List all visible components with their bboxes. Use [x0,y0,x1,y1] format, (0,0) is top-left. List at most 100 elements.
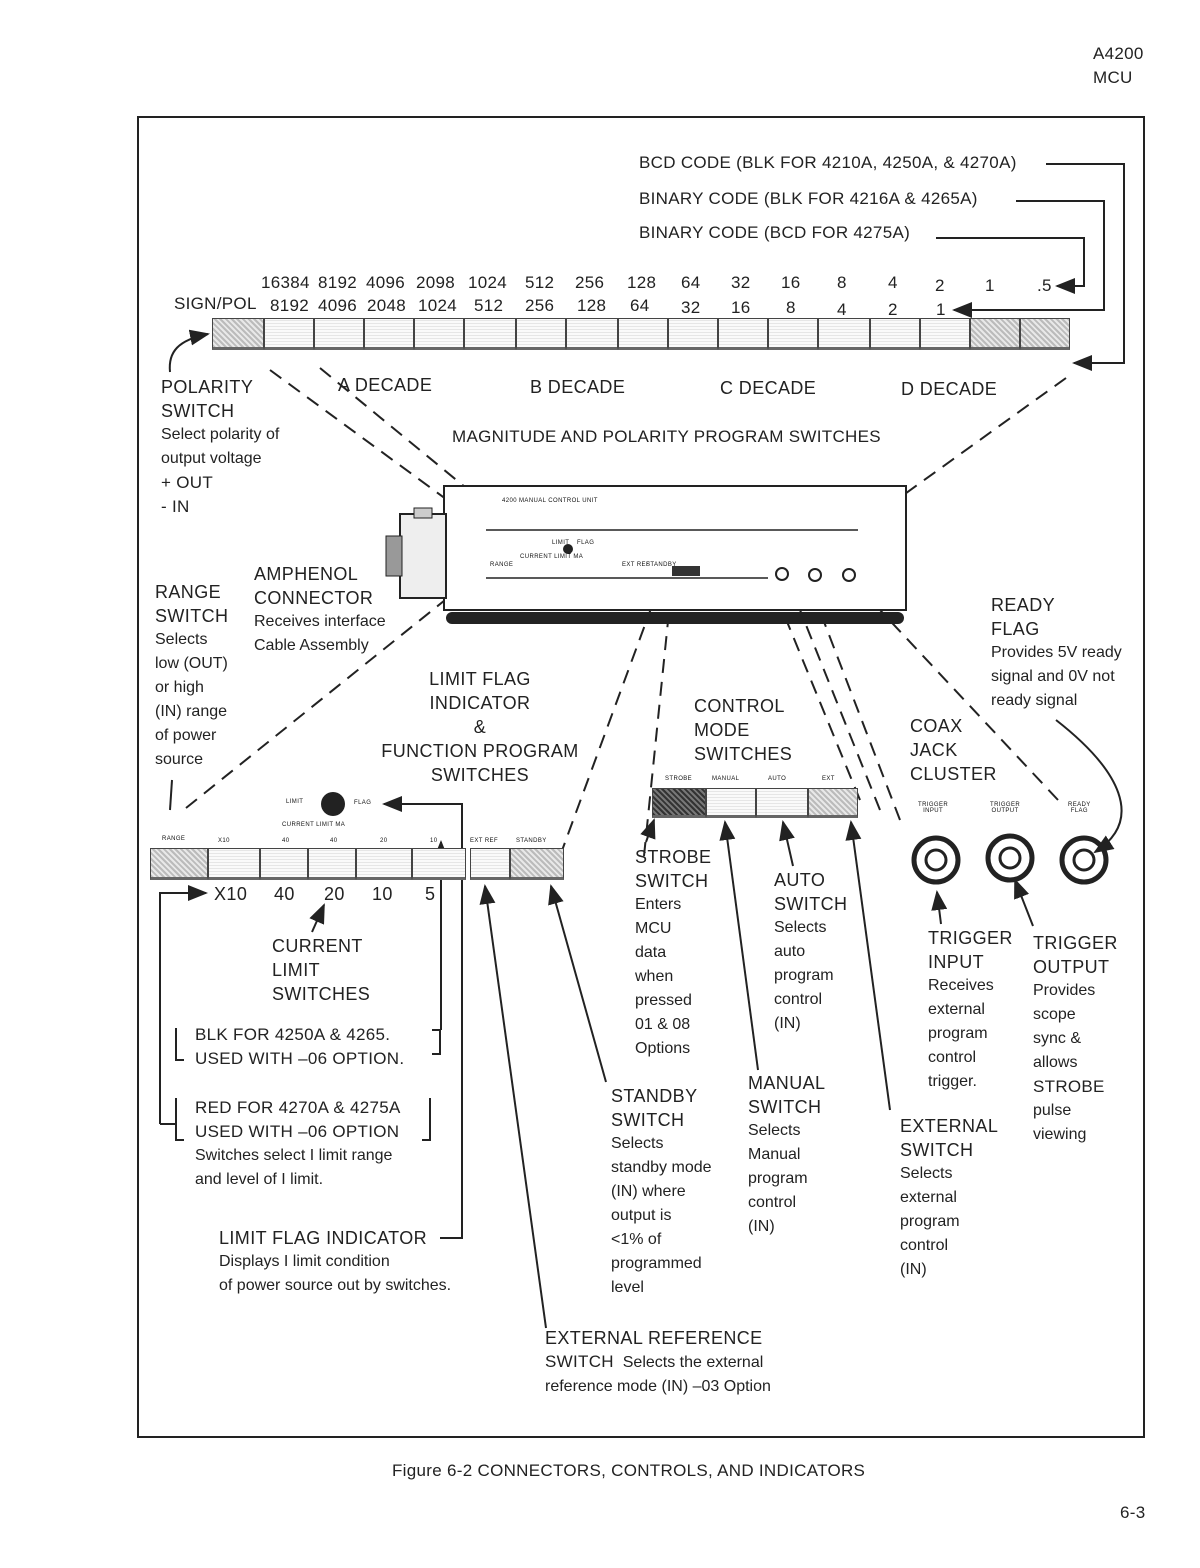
strobe-desc: data [635,944,667,961]
trigger-output-desc: STROBE [1033,1077,1105,1096]
ready-flag-jack[interactable] [1062,838,1106,882]
magnitude-switch-b8[interactable] [464,318,516,350]
current-limit-switch-20[interactable] [308,848,356,880]
current-limit-ma-label: CURRENT LIMIT MA [282,822,346,828]
magnitude-switch-a2[interactable] [364,318,414,350]
control-mode-title: MODE [694,720,750,740]
manual-title: SWITCH [748,1097,822,1117]
c-decade-label: C DECADE [720,378,817,398]
amphenol-callout: AMPHENOL CONNECTOR Receives interface Ca… [254,562,386,658]
magnitude-switch-c4[interactable] [718,318,768,350]
current-limit-switch-10[interactable] [356,848,412,880]
sign-pol-label: SIGN/POL [174,294,257,313]
bit-weight: 1024 [418,296,458,315]
a-decade-label: A DECADE [338,375,433,395]
bit-weight: 2098 [416,273,456,292]
magnitude-switch-b4[interactable] [516,318,566,350]
current-limit-callout: CURRENT LIMIT SWITCHES [272,934,370,1006]
magnitude-switch-d4[interactable] [920,318,970,350]
polarity-switch[interactable] [212,318,264,350]
b-decade-label: B DECADE [530,377,626,397]
d-decade-label: D DECADE [901,379,998,399]
bcd-code-label: BCD CODE (BLK FOR 4210A, 4250A, & 4270A) [639,153,1017,172]
limit-flag-function-title: INDICATOR [429,693,531,713]
amphenol-title: AMPHENOL [254,564,359,584]
magnitude-switch-c8[interactable] [668,318,718,350]
ext-ref-title: EXTERNAL REFERENCE [545,1328,763,1348]
binary-code-blk-label: BINARY CODE (BLK FOR 4216A & 4265A) [639,189,978,208]
coax-label-line: OUTPUT [991,808,1019,814]
magnitude-switch-a1[interactable] [414,318,464,350]
current-limit-switch-x10[interactable] [208,848,260,880]
range-switch[interactable] [150,848,208,880]
range-desc: Selects [155,631,208,648]
current-limit-switch-40[interactable] [260,848,308,880]
trigger-input-jack[interactable] [914,838,958,882]
blk-note-line: USED WITH –06 OPTION. [195,1049,405,1068]
panel-flag-label: FLAG [577,540,595,546]
standby-desc: Selects [611,1135,664,1152]
amphenol-desc: Receives interface [254,613,386,630]
magnitude-switch-a8[interactable] [264,318,314,350]
limit-flag-function-title: & [473,717,487,737]
current-limit-switch-5[interactable] [412,848,466,880]
ext-ref-switch[interactable] [470,848,510,880]
panel-limit-label: LIMIT [552,540,570,546]
magnitude-switch-b1[interactable] [618,318,668,350]
standby-small-label: STANDBY [516,838,547,844]
bit-weight: 4 [837,300,847,319]
standby-desc: <1% of [611,1231,662,1248]
red-note-desc: Switches select I limit range [195,1147,393,1164]
external-desc: external [900,1189,957,1206]
red-note: RED FOR 4270A & 4275A USED WITH –06 OPTI… [195,1096,401,1192]
magnitude-switch-d2[interactable] [970,318,1020,350]
external-switch[interactable] [808,788,858,818]
magnitude-switch-b2[interactable] [566,318,618,350]
limit-label: LIMIT [286,799,304,805]
polarity-callout: POLARITY SWITCH Select polarity of outpu… [161,375,279,519]
bit-weight: 256 [525,296,555,315]
external-title: EXTERNAL [900,1116,999,1136]
magnitude-switch-d8[interactable] [870,318,920,350]
limit-flag-function-title: SWITCHES [430,765,530,785]
standby-switch[interactable] [510,848,564,880]
bit-weight: 64 [681,273,701,292]
strobe-switch[interactable] [652,788,706,818]
trigger-output-desc: scope [1033,1006,1076,1023]
red-note-line: USED WITH –06 OPTION [195,1122,400,1141]
bit-weight: 512 [525,273,555,292]
manual-desc: program [748,1170,808,1187]
coax-label-line: TRIGGER [990,802,1021,808]
f-label: 10 [430,838,438,844]
panel-range-label: RANGE [490,562,514,568]
bit-weight: 32 [681,298,701,317]
auto-switch[interactable] [756,788,808,818]
trigger-output-jack[interactable] [988,836,1032,880]
strobe-desc: Enters [635,896,682,913]
f-label: 20 [380,838,388,844]
magnitude-switch-c2[interactable] [768,318,818,350]
external-callout: EXTERNAL SWITCH Selects external program… [900,1114,998,1282]
bit-weight: 8192 [318,273,358,292]
auto-callout: AUTO SWITCH Selects auto program control… [774,868,847,1036]
strobe-desc: MCU [635,920,672,937]
magnitude-switch-a4[interactable] [314,318,364,350]
coax-cluster-callout: COAX JACK CLUSTER [910,714,997,786]
manual-switch[interactable] [706,788,756,818]
external-title: SWITCH [900,1140,974,1160]
ready-flag-callout: READY FLAG Provides 5V ready signal and … [991,593,1122,713]
cm-label: AUTO [768,776,787,782]
control-mode-title: SWITCHES [694,744,793,764]
auto-desc: control [774,991,823,1008]
external-desc: (IN) [900,1261,927,1278]
standby-desc: level [611,1279,644,1296]
standby-desc: programmed [611,1255,702,1272]
coax-label-line: READY [1068,802,1091,808]
bit-weight: 2 [935,276,945,295]
magnitude-switch-d1[interactable] [1020,318,1070,350]
strobe-callout: STROBE SWITCH Enters MCU data when press… [635,845,711,1061]
ready-flag-title: FLAG [991,619,1040,639]
magnitude-switch-c1[interactable] [818,318,870,350]
manual-callout: MANUAL SWITCH Selects Manual program con… [748,1071,825,1239]
bit-weight: 64 [630,296,650,315]
